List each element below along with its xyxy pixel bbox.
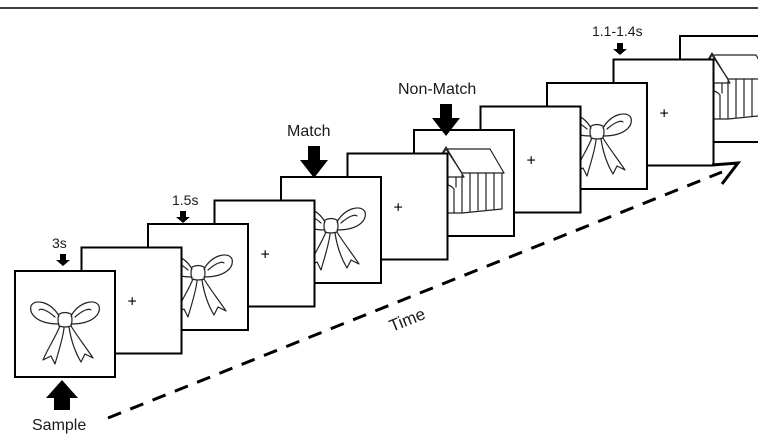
sample-arrow (46, 380, 78, 410)
match-label: Match (287, 123, 331, 140)
fixation-cross: + (261, 247, 270, 264)
non-match-label: Non-Match (398, 81, 476, 98)
fixation-cross: + (527, 153, 536, 170)
match-arrow (300, 146, 328, 178)
sample-label: Sample (32, 417, 86, 434)
sample-duration-arrow (56, 254, 70, 266)
frame-1-bow (14, 270, 116, 378)
frame-border (14, 270, 116, 378)
iti-duration-arrow (613, 43, 627, 55)
time-arrow (107, 161, 742, 420)
fixation-cross: + (128, 294, 137, 311)
iti-duration-label: 1.1-1.4s (592, 23, 643, 39)
sample-duration-label: 3s (52, 235, 67, 251)
fixation-cross: + (394, 200, 403, 217)
delay-duration-arrow (176, 211, 190, 223)
time-label: Time (386, 304, 428, 335)
non-match-arrow (432, 104, 460, 136)
fixation-cross: + (660, 106, 669, 123)
delay-duration-label: 1.5s (172, 192, 198, 208)
frame-stack: + + + + + (14, 35, 758, 378)
